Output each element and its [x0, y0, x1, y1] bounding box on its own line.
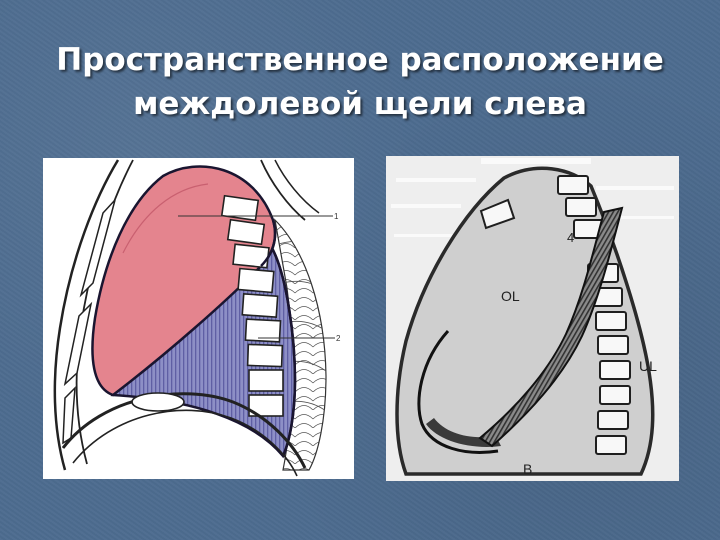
- title-line-2: междолевой щели слева: [133, 86, 587, 122]
- diaphragm-dome: [131, 392, 185, 412]
- lung-lobes-svg: 1 2: [43, 158, 354, 479]
- oblique-fissure: [478, 206, 624, 448]
- marker-1: 1: [334, 212, 339, 221]
- thoracic-wall: [53, 159, 120, 471]
- vertebra-label: 4: [567, 230, 574, 245]
- lower-lobe-label: UL: [639, 358, 657, 374]
- title-line-1: Пространственное расположение: [56, 42, 664, 78]
- fissure-sketch-svg: 4 OL UL B: [386, 156, 679, 481]
- base-label: B: [523, 461, 532, 477]
- heart-contour: [417, 329, 499, 454]
- marker-2: 2: [336, 334, 341, 343]
- upper-lobe-label: OL: [501, 288, 520, 304]
- lung-lobes-illustration: 1 2: [43, 158, 354, 479]
- diaphragm: [61, 392, 307, 469]
- clavicle-fragment: [479, 198, 516, 230]
- lung-field: [395, 166, 655, 476]
- rib-cartilage: [79, 199, 116, 298]
- vertebral-column: [220, 194, 284, 417]
- fissure-radiograph-sketch: 4 OL UL B: [386, 156, 679, 481]
- slide-title: Пространственное расположение междолевой…: [20, 38, 700, 126]
